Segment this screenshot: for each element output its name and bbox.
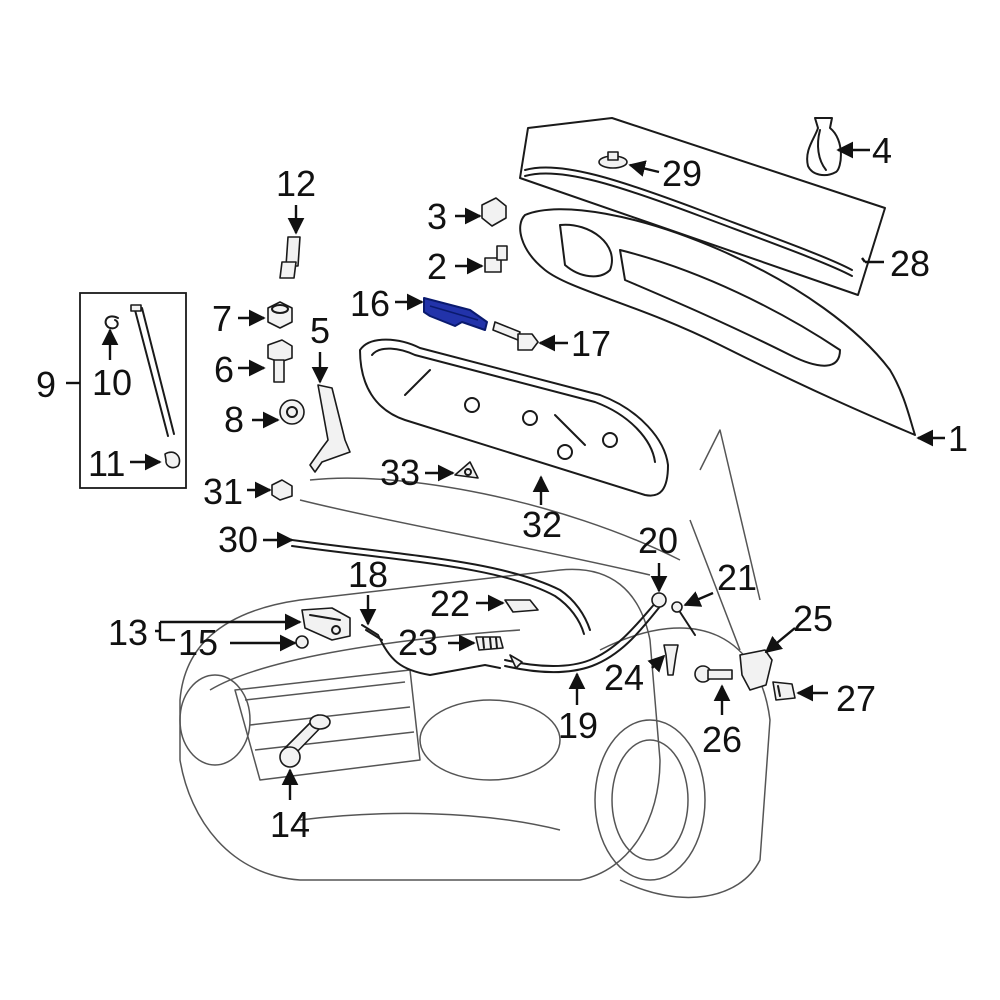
part-28-hood-seal[interactable]: [519, 117, 886, 296]
callout-32: 32: [522, 504, 562, 545]
callout-31: 31: [203, 471, 243, 512]
callout-30: 30: [218, 519, 258, 560]
part-23-clip[interactable]: [475, 636, 504, 651]
part-27-clip[interactable]: [772, 681, 796, 701]
part-16-hinge[interactable]: [423, 297, 488, 331]
part-4-cover[interactable]: [806, 117, 842, 177]
callout-25: 25: [793, 598, 833, 639]
callout-labels: 1 2 3 4 5 6 7 8 9 10 11 12 13 14 15 16 1…: [36, 130, 968, 845]
part-18-cable[interactable]: [361, 624, 501, 676]
callout-2: 2: [427, 246, 447, 287]
part-30-rod[interactable]: [291, 539, 591, 635]
part-7-nut[interactable]: [267, 301, 293, 329]
callout-17: 17: [571, 323, 611, 364]
callout-1: 1: [948, 418, 968, 459]
part-13-latch[interactable]: [301, 607, 351, 641]
part-5-bracket[interactable]: [309, 384, 351, 473]
callout-28: 28: [890, 243, 930, 284]
part-14-bolt[interactable]: [279, 714, 331, 768]
callout-33: 33: [380, 452, 420, 493]
part-11-clip[interactable]: [164, 451, 181, 469]
part-19-cable[interactable]: [504, 599, 663, 673]
part-33-clip[interactable]: [454, 461, 479, 479]
callout-7: 7: [212, 298, 232, 339]
car-front-body: [179, 429, 771, 899]
callout-22: 22: [430, 583, 470, 624]
part-29-clip[interactable]: [598, 151, 628, 169]
callout-3: 3: [427, 196, 447, 237]
part-20-grommet[interactable]: [651, 592, 667, 608]
callout-29: 29: [662, 153, 702, 194]
callout-6: 6: [214, 349, 234, 390]
callout-27: 27: [836, 678, 876, 719]
part-2-bolt[interactable]: [484, 245, 508, 273]
part-9-strut[interactable]: [130, 304, 175, 437]
callout-14: 14: [270, 804, 310, 845]
part-3-nut[interactable]: [481, 197, 507, 227]
callout-13: 13: [108, 612, 148, 653]
callout-26: 26: [702, 719, 742, 760]
part-6-bolt[interactable]: [267, 339, 293, 383]
part-21-clip[interactable]: [671, 601, 696, 636]
callout-11: 11: [88, 443, 125, 484]
callout-18: 18: [348, 554, 388, 595]
callout-8: 8: [224, 399, 244, 440]
callout-10: 10: [92, 362, 132, 403]
part-25-stop[interactable]: [739, 649, 773, 691]
callout-12: 12: [276, 163, 316, 204]
callout-9: 9: [36, 364, 56, 405]
part-24-clip[interactable]: [663, 644, 679, 676]
part-17-bolt[interactable]: [492, 321, 539, 351]
callout-19: 19: [558, 705, 598, 746]
part-1-hood[interactable]: [519, 208, 916, 436]
part-31-bumper[interactable]: [271, 479, 293, 501]
callout-4: 4: [872, 130, 892, 171]
callout-21: 21: [717, 557, 757, 598]
part-10-clip[interactable]: [104, 315, 119, 330]
leader-lines: [66, 141, 945, 800]
callout-24: 24: [604, 657, 644, 698]
part-32-insulator[interactable]: [359, 338, 669, 497]
callout-23: 23: [398, 622, 438, 663]
part-9-strut-kit-box: [79, 292, 187, 489]
callout-15: 15: [178, 622, 218, 663]
part-26-bolt[interactable]: [694, 665, 733, 683]
callout-5: 5: [310, 310, 330, 351]
part-22-clip[interactable]: [504, 599, 539, 613]
part-12-bolt[interactable]: [279, 236, 301, 279]
part-8-nut[interactable]: [279, 399, 305, 425]
callout-20: 20: [638, 520, 678, 561]
part-15-bolt[interactable]: [295, 635, 309, 649]
callout-16: 16: [350, 283, 390, 324]
